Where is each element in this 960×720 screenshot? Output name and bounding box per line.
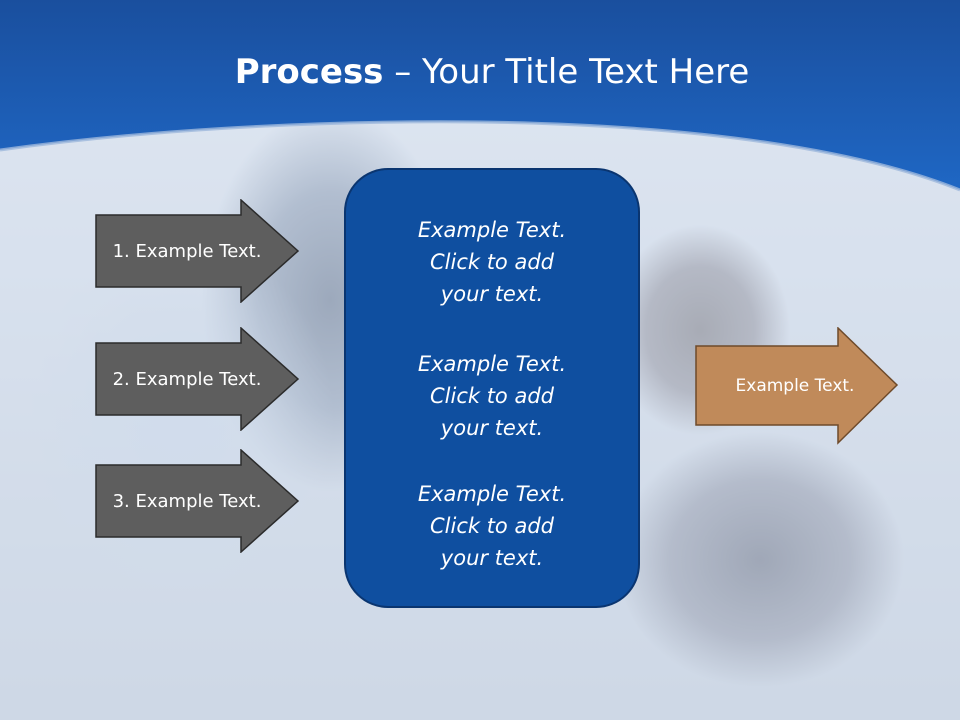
- header-band: [0, 0, 960, 192]
- step-label-3: 3. Example Text.: [112, 490, 262, 512]
- title-rest-part: – Your Title Text Here: [383, 52, 750, 92]
- center-text-1[interactable]: Example Text. Click to add your text.: [417, 218, 567, 306]
- center-text-box[interactable]: Example Text. Click to add your text. Ex…: [344, 168, 640, 608]
- slide-title[interactable]: Process – Your Title Text Here: [0, 52, 960, 92]
- step-label-1: 1. Example Text.: [112, 240, 262, 262]
- output-arrow[interactable]: Example Text.: [695, 327, 900, 445]
- step-arrow-2[interactable]: 2. Example Text.: [95, 327, 300, 431]
- step-arrow-3[interactable]: 3. Example Text.: [95, 449, 300, 553]
- title-bold-part: Process: [234, 52, 384, 92]
- step-label-2: 2. Example Text.: [112, 368, 262, 390]
- step-arrow-1[interactable]: 1. Example Text.: [95, 199, 300, 303]
- center-text-3[interactable]: Example Text. Click to add your text.: [417, 482, 567, 570]
- center-text-2[interactable]: Example Text. Click to add your text.: [417, 352, 567, 440]
- output-label: Example Text.: [735, 376, 855, 396]
